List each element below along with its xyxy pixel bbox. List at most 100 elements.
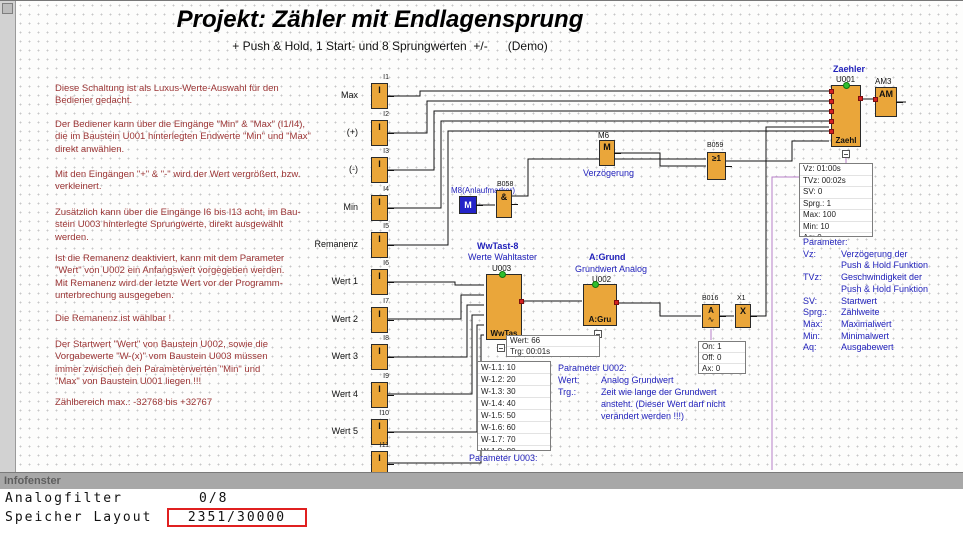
input-row: Wert 5 I10 I [298, 410, 394, 447]
input-pin [829, 129, 834, 134]
param-row: W-1.3: 30 [478, 386, 550, 398]
digital-input-block[interactable]: I [371, 83, 394, 109]
block-id: B016 [702, 295, 719, 302]
comment-text: Mit den Eingängen "+" & "-" wird der Wer… [55, 169, 301, 193]
input-label: Max [340, 90, 358, 100]
startup-marker-block[interactable]: M [459, 196, 483, 214]
comment-text: Der Startwert "Wert" von Baustein U002, … [55, 339, 269, 388]
project-subtitle: + Push & Hold, 1 Start- und 8 Sprungwert… [232, 39, 548, 53]
info-row-value: 2351/30000 [187, 510, 287, 525]
param-row: W-1.4: 40 [478, 398, 550, 410]
input-row: Wert 2 I7 I [298, 298, 394, 335]
block-caption: Verzögerung [583, 168, 635, 178]
param-note-u002-keys: Parameter U002: Wert: Trg.: [558, 363, 627, 397]
input-label: Wert 3 [331, 351, 358, 361]
analog-marker-block[interactable]: AM [873, 87, 903, 117]
input-id: I10 [379, 410, 389, 417]
info-window-title: Infofenster [4, 475, 61, 487]
output-pin [519, 299, 524, 304]
input-label: Wert 5 [331, 426, 358, 436]
and-block[interactable]: & [496, 190, 518, 218]
input-pin [829, 109, 834, 114]
input-pin [829, 99, 834, 104]
parameter-box-b016[interactable]: On: 1 Off: 0 Ax: 0 [698, 341, 746, 374]
input-id: I1 [383, 74, 389, 81]
digital-input-block[interactable]: I [371, 382, 394, 408]
digital-input-block[interactable]: I [371, 307, 394, 333]
digital-input-block[interactable]: I [371, 120, 394, 146]
digital-input-block[interactable]: I [371, 195, 394, 221]
input-id: I5 [383, 223, 389, 230]
analog-base-block[interactable]: A:Gru [583, 281, 619, 326]
param-row: Wert: 66 [507, 336, 599, 347]
block-subcaption: Werte Wahltaster [468, 252, 538, 262]
block-subcaption: Grundwert Analog [575, 264, 648, 274]
block-id: X1 [737, 295, 746, 302]
info-row-value: 0/8 [199, 491, 229, 506]
input-id: I3 [383, 148, 389, 155]
parameter-box-u002[interactable]: Wert: 66 Trg: 00:01s [506, 335, 600, 357]
block-name: Zaehl [835, 136, 857, 145]
scrollbar-thumb[interactable] [2, 3, 13, 14]
output-pin [858, 96, 863, 101]
block-id: M6 [598, 131, 610, 140]
input-id: I9 [383, 373, 389, 380]
comment-text: Die Remanenz ist wählbar ! [55, 313, 172, 324]
digital-input-block[interactable]: I [371, 232, 394, 258]
block-symbol: X [739, 306, 746, 316]
param-row: W-1.2: 20 [478, 374, 550, 386]
param-row: W-1.5: 50 [478, 410, 550, 422]
info-window-titlebar[interactable]: Infofenster [0, 472, 963, 489]
digital-input-block[interactable]: I [371, 419, 394, 445]
param-note-u002-text: Analog Grundwert Zeit wie lange der Grun… [601, 375, 726, 421]
comment-text: Ist die Remanenz deaktiviert, kann mit d… [55, 253, 285, 302]
param-note-u001-text: Verzögerung der Push & Hold Funktion Ges… [841, 248, 929, 353]
block-caption: A:Grund [589, 252, 626, 262]
param-row: Ax: 0 [699, 364, 745, 373]
block-caption: Zaehler [833, 64, 866, 74]
block-id: U001 [836, 75, 856, 84]
input-label: (-) [349, 164, 358, 174]
x-block[interactable]: X [735, 304, 757, 328]
digital-input-block[interactable]: I [371, 344, 394, 370]
info-row-label: Speicher Layout [5, 510, 153, 525]
input-row: (-) I3 I [298, 148, 394, 185]
input-row: (+) I2 I [298, 111, 394, 148]
comment-text: Diese Schaltung ist als Luxus-Werte-Ausw… [55, 83, 279, 107]
value-selector-block[interactable]: WwTas [486, 271, 524, 340]
counter-block[interactable]: Zaehl [829, 82, 863, 147]
state-indicator [592, 281, 599, 288]
collapse-handle[interactable] [497, 344, 505, 352]
memory-usage-highlight: 2351/30000 [167, 508, 307, 527]
param-row: Min: 10 [800, 222, 872, 233]
digital-input-block[interactable]: I [371, 269, 394, 295]
delay-marker-block[interactable]: M [599, 140, 621, 166]
comment-text: Zusätzlich kann über die Eingänge I6 bis… [55, 207, 301, 243]
block-id: U003 [492, 264, 512, 273]
param-row: TVz: 00:02s [800, 176, 872, 187]
input-label: Wert 2 [331, 314, 358, 324]
param-note-u001-keys: Parameter: Vz: TVz: SV: Sprg.: Max: Min:… [803, 237, 848, 353]
param-row: Vz: 01:00s [800, 164, 872, 176]
param-row: W-1.7: 70 [478, 434, 550, 446]
input-row: Min I4 I [298, 186, 394, 223]
param-caption-u003: Parameter U003: [469, 453, 538, 463]
param-row: SV: 0 [800, 187, 872, 199]
block-id: AM3 [875, 77, 892, 86]
input-id: I11 [379, 442, 389, 449]
or-block[interactable]: ≥1 [707, 152, 732, 180]
analog-amplifier-block[interactable]: A ∿ [702, 304, 726, 328]
digital-input-block[interactable]: I [371, 157, 394, 183]
param-row: W-1.8: 80 [478, 446, 550, 450]
param-row: Max: 100 [800, 210, 872, 222]
param-row: Off: 0 [699, 353, 745, 364]
parameter-box-u001[interactable]: Vz: 01:00s TVz: 00:02s SV: 0 Sprg.: 1 Ma… [799, 163, 873, 237]
collapse-handle[interactable] [842, 150, 850, 158]
input-pin [829, 89, 834, 94]
input-pin [873, 97, 878, 102]
block-symbol: ≥1 [712, 154, 721, 163]
input-row: Wert 3 I8 I [298, 335, 394, 372]
parameter-box-u003[interactable]: W-1.1: 10 W-1.2: 20 W-1.3: 30 W-1.4: 40 … [477, 361, 551, 451]
left-scrollbar[interactable] [0, 1, 16, 472]
